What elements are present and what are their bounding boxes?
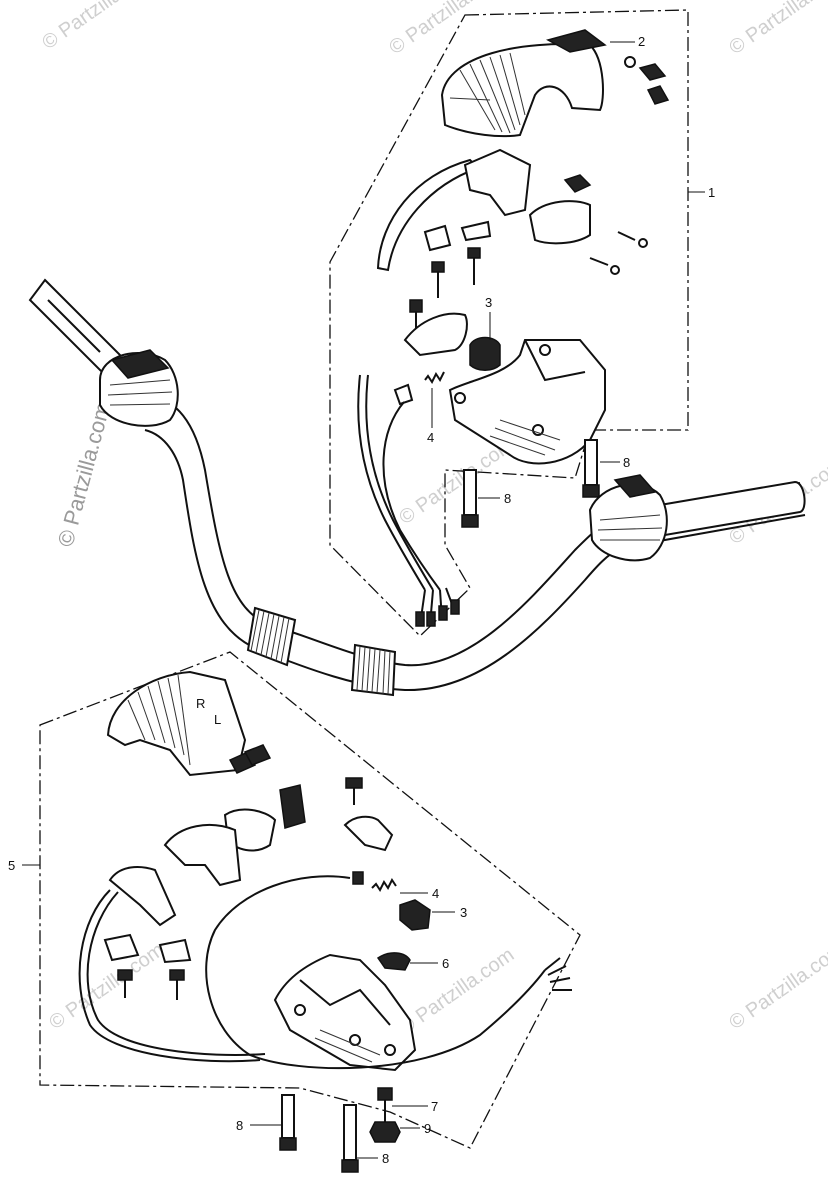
- callout-8-upper-right: 8: [623, 455, 630, 470]
- watermark: © Partzilla.com: [725, 939, 828, 1034]
- lower-switch-assembly: R L: [39, 651, 581, 1173]
- lower-top-bolt: [345, 777, 363, 805]
- lower-switch-knob: [279, 784, 306, 829]
- upper-switch-cover: [440, 43, 604, 138]
- watermark: © Partzilla.com: [38, 0, 161, 54]
- upper-switch-assembly: [329, 9, 689, 637]
- callout-leaders: [22, 41, 705, 1159]
- small-screws-upper: [589, 231, 648, 275]
- switch-letter-l: L: [214, 712, 221, 727]
- knurl-right: [350, 643, 397, 697]
- plunger-part-3: [469, 336, 501, 371]
- lower-switch-housing: [273, 953, 417, 1072]
- bolt-part-8-lower-right: [341, 1104, 359, 1173]
- lower-cover-screws: [228, 744, 272, 774]
- callout-2: 2: [638, 34, 645, 49]
- switch-letter-r: R: [196, 696, 205, 711]
- spring-part-4-lower: [371, 878, 397, 892]
- callout-labels: 1 2 3 4 8 8 5 4 3 6 7 9 8 8: [8, 34, 715, 1166]
- bolt-part-8-lower-left: [279, 1094, 297, 1151]
- callout-3-upper: 3: [485, 295, 492, 310]
- callout-4-upper: 4: [427, 430, 434, 445]
- switch-lever: [376, 158, 480, 272]
- callout-1: 1: [708, 185, 715, 200]
- lower-switch-cover: R L: [106, 670, 247, 777]
- lower-lever: [108, 866, 177, 927]
- watermark: © Partzilla.com: [385, 0, 508, 59]
- callout-8-lower-left: 8: [236, 1118, 243, 1133]
- screws-part-2: [624, 56, 670, 105]
- upper-switch-housing: [448, 339, 606, 465]
- callout-7: 7: [431, 1099, 438, 1114]
- bolt-part-8-right: [582, 439, 600, 498]
- watermark: © Partzilla.com: [725, 0, 828, 59]
- callout-4-lower: 4: [432, 886, 439, 901]
- bracket-screws-upper: [423, 220, 492, 298]
- bolt-part-8-left: [461, 469, 479, 528]
- watermark: © Partzilla.com: [45, 939, 168, 1034]
- callout-6: 6: [442, 956, 449, 971]
- nut-part-9: [369, 1121, 401, 1143]
- right-mounted-switch: [588, 474, 668, 562]
- callout-9: 9: [424, 1121, 431, 1136]
- wire-harness-upper: [357, 374, 460, 627]
- lower-wire-clamp: [343, 815, 394, 852]
- switch-knob-part-2: [546, 29, 607, 53]
- callout-5: 5: [8, 858, 15, 873]
- lower-contact-plate: [163, 824, 242, 887]
- callout-8-lower-right: 8: [382, 1151, 389, 1166]
- assembly-boundary-upper: [329, 9, 689, 637]
- knurl-left: [246, 606, 297, 667]
- left-mounted-switch: [99, 349, 179, 427]
- callout-8-upper-left: 8: [504, 491, 511, 506]
- bolt-part-7: [377, 1087, 393, 1122]
- handlebar: [28, 278, 806, 697]
- watermark: © Partzilla.com: [395, 944, 518, 1039]
- rocker-knob: [563, 174, 592, 193]
- wire-clamp: [403, 299, 468, 357]
- spring-part-4: [424, 371, 445, 384]
- switch-rocker: [528, 200, 591, 245]
- part-6-piece: [376, 952, 411, 971]
- callout-3-lower: 3: [460, 905, 467, 920]
- plunger-part-3-lower: [399, 899, 431, 931]
- assembly-boundary-lower: [39, 651, 581, 1149]
- lower-bracket-screws: [103, 933, 192, 1000]
- contact-plate: [463, 148, 532, 217]
- watermark-vertical: © Partzilla.com: [53, 400, 116, 550]
- wire-harness-lower: [78, 871, 572, 1070]
